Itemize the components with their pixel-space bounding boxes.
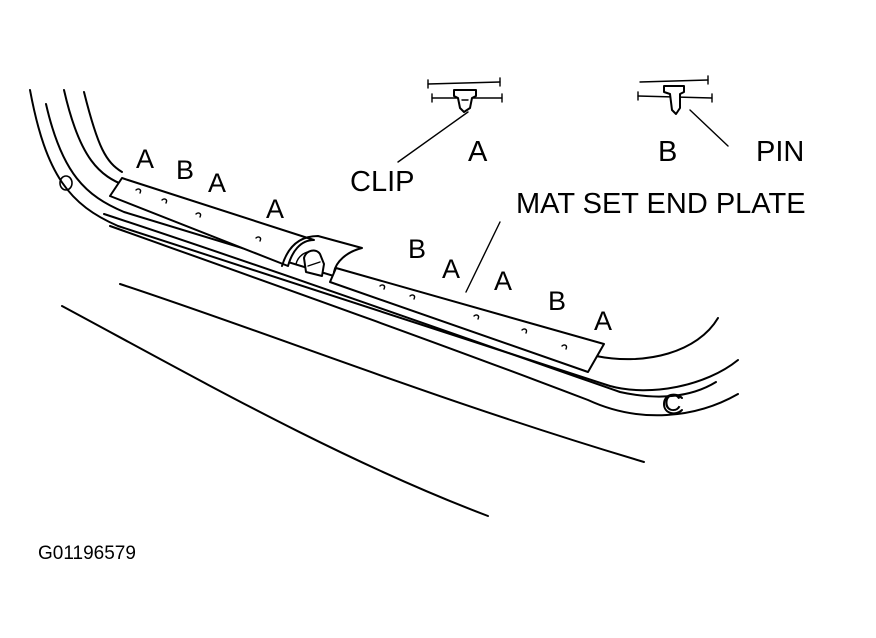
clip-a-detail — [427, 77, 503, 113]
fastener-label: B — [408, 234, 427, 264]
body-hole — [59, 175, 73, 191]
body-outline-outer — [29, 89, 739, 392]
marker-c-arc — [663, 393, 683, 415]
plate-fastener-holes — [135, 188, 568, 350]
fastener-label: A — [136, 144, 155, 174]
fastener-label: B — [548, 286, 567, 316]
fastener-label: A — [442, 254, 461, 284]
sill-line-1 — [103, 213, 717, 398]
fastener-label: A — [266, 194, 285, 224]
fastener-label: B — [176, 155, 195, 185]
fastener-label: A — [594, 306, 613, 336]
fastener-label: A — [494, 266, 513, 296]
leader-end-plate — [465, 221, 501, 293]
body-outline-2 — [45, 103, 719, 361]
end-plate-right — [329, 267, 605, 373]
mat-set-end-plate-label: MAT SET END PLATE — [516, 188, 806, 220]
leader-clip — [397, 111, 469, 163]
center-clip — [303, 249, 325, 277]
figure-code: G01196579 — [38, 543, 136, 564]
body-outline-4 — [83, 91, 123, 173]
pin-type-label: B — [658, 136, 678, 168]
clip-label: CLIP — [350, 166, 415, 198]
leader-pin — [689, 109, 729, 147]
clip-type-label: A — [468, 136, 488, 168]
fastener-label: A — [208, 168, 227, 198]
pin-b-detail — [637, 75, 713, 115]
sill-line-3 — [119, 283, 645, 463]
end-plate-left — [109, 177, 315, 267]
body-outline-3 — [63, 89, 127, 187]
sill-line-4 — [61, 305, 489, 517]
marker-c-label: C — [664, 390, 682, 417]
plate-gap-curve — [281, 235, 363, 273]
pin-label: PIN — [756, 136, 805, 168]
